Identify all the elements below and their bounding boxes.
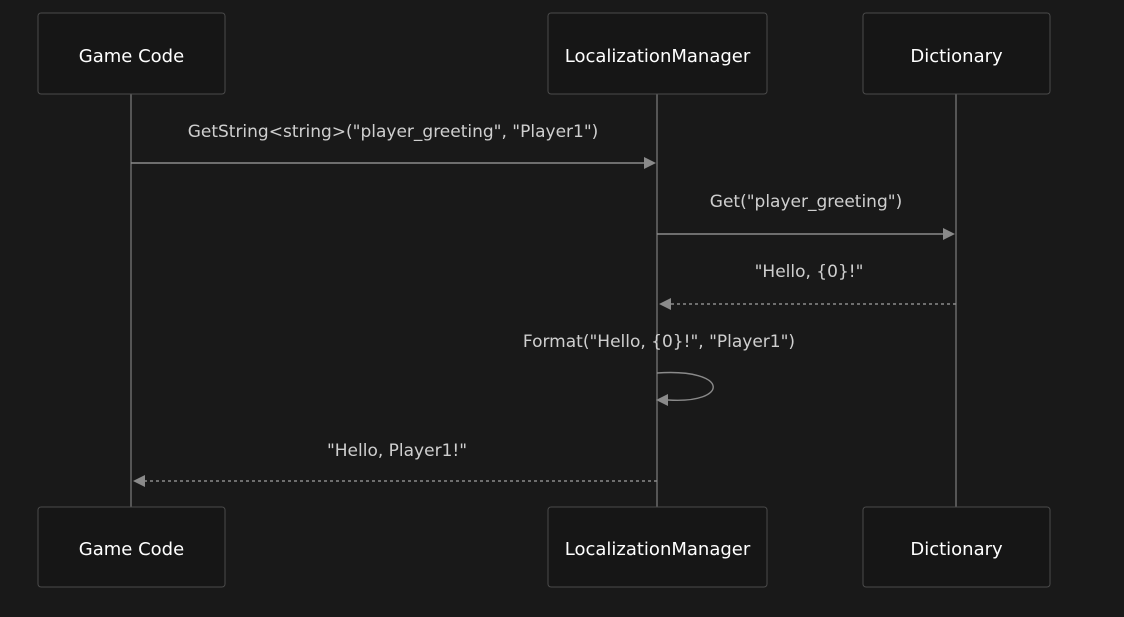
- arrowhead: [656, 394, 668, 406]
- message-return-result: "Hello, Player1!": [133, 441, 657, 487]
- message-format-self: Format("Hello, {0}!", "Player1"): [523, 332, 795, 406]
- actor-label: LocalizationManager: [565, 539, 751, 560]
- actor-label: Game Code: [79, 539, 184, 560]
- message-return-template: "Hello, {0}!": [659, 262, 956, 310]
- actor-label: Dictionary: [910, 46, 1003, 67]
- message-label: Get("player_greeting"): [710, 192, 902, 212]
- actor-bottom-dictionary: Dictionary: [862, 506, 1051, 588]
- arrowhead: [659, 298, 671, 310]
- arrowhead: [644, 157, 656, 169]
- actor-top-localization-manager: LocalizationManager: [547, 12, 768, 95]
- actor-label: LocalizationManager: [565, 46, 751, 67]
- message-get: Get("player_greeting"): [657, 192, 955, 240]
- message-label: GetString<string>("player_greeting", "Pl…: [188, 122, 599, 142]
- actor-top-game-code: Game Code: [37, 12, 226, 95]
- actor-top-dictionary: Dictionary: [862, 12, 1051, 95]
- arrowhead: [943, 228, 955, 240]
- actor-bottom-localization-manager: LocalizationManager: [547, 506, 768, 588]
- message-label: Format("Hello, {0}!", "Player1"): [523, 332, 795, 352]
- arrowhead: [133, 475, 145, 487]
- message-label: "Hello, Player1!": [327, 441, 467, 461]
- actor-label: Game Code: [79, 46, 184, 67]
- message-getstring: GetString<string>("player_greeting", "Pl…: [131, 122, 656, 169]
- actor-label: Dictionary: [910, 539, 1003, 560]
- message-label: "Hello, {0}!": [755, 262, 864, 282]
- actor-bottom-game-code: Game Code: [37, 506, 226, 588]
